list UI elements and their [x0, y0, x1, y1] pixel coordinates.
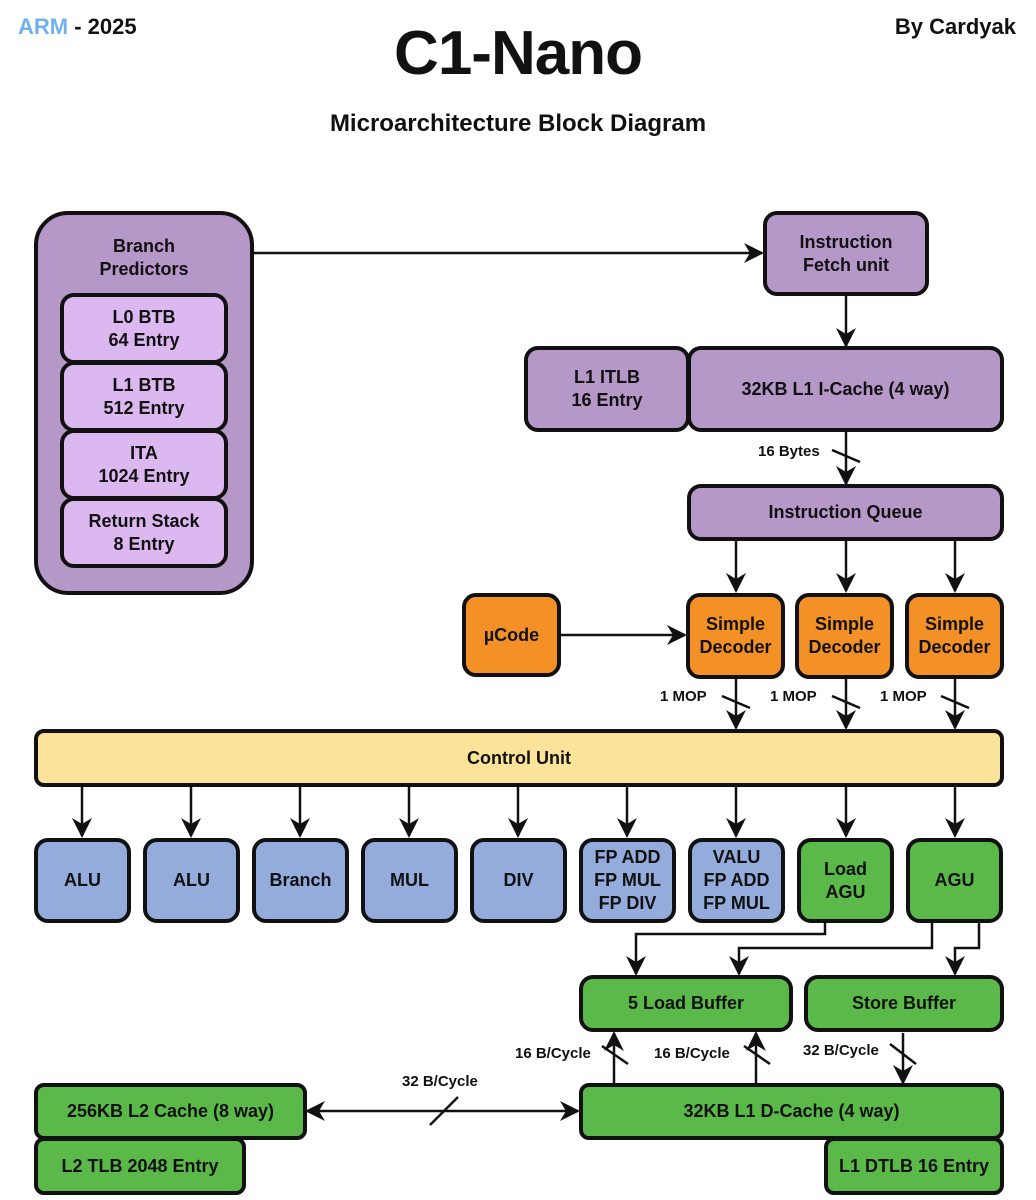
width-tick: [831, 448, 861, 464]
width-tick: [940, 694, 970, 710]
decoder-2-output-label: 1 MOP: [770, 688, 817, 705]
exec-unit-branch: Branch: [252, 838, 349, 923]
instruction-fetch-unit: Instruction Fetch unit: [763, 211, 929, 296]
l1-dcache: 32KB L1 D-Cache (4 way): [579, 1083, 1004, 1140]
width-tick: [831, 694, 861, 710]
width-tick: [889, 1043, 917, 1065]
wire-agu-to-storebuffer: [945, 922, 981, 976]
dcache-load-width-label-2: 16 B/Cycle: [654, 1045, 730, 1062]
year-label: - 2025: [68, 14, 137, 39]
width-tick: [601, 1044, 629, 1066]
exec-unit-load-agu: Load AGU: [797, 838, 894, 923]
decoder-1-output-label: 1 MOP: [660, 688, 707, 705]
wire-agu-to-loadbuffer: [729, 922, 934, 976]
width-tick: [743, 1044, 771, 1066]
width-tick: [429, 1096, 459, 1126]
exec-unit-agu: AGU: [906, 838, 1003, 923]
instruction-queue: Instruction Queue: [687, 484, 1004, 541]
page-title: C1-Nano: [394, 19, 643, 88]
simple-decoder-3: Simple Decoder: [905, 593, 1004, 679]
control-unit: Control Unit: [34, 729, 1004, 787]
wire-loadagu-to-loadbuffer: [626, 922, 827, 976]
width-tick: [721, 694, 751, 710]
store-dcache-width-label: 32 B/Cycle: [803, 1042, 879, 1059]
icache-width-label: 16 Bytes: [758, 443, 820, 460]
simple-decoder-2: Simple Decoder: [795, 593, 894, 679]
brand-label: ARM: [18, 14, 69, 39]
load-buffer: 5 Load Buffer: [579, 975, 793, 1032]
vendor-year: ARM - 2025: [18, 14, 137, 40]
bp-entry-return-stack: Return Stack 8 Entry: [60, 497, 228, 568]
exec-unit-valu: VALU FP ADD FP MUL: [688, 838, 785, 923]
bp-entry-l0-btb: L0 BTB 64 Entry: [60, 293, 228, 364]
l2-tlb: L2 TLB 2048 Entry: [34, 1137, 246, 1195]
page-subtitle: Microarchitecture Block Diagram: [329, 110, 707, 137]
l1-itlb: L1 ITLB 16 Entry: [524, 346, 690, 432]
decoder-3-output-label: 1 MOP: [880, 688, 927, 705]
bp-entry-l1-btb: L1 BTB 512 Entry: [60, 361, 228, 432]
l2-cache: 256KB L2 Cache (8 way): [34, 1083, 307, 1140]
exec-unit-alu-2: ALU: [143, 838, 240, 923]
exec-unit-div: DIV: [470, 838, 567, 923]
branch-predictors-title: Branch Predictors: [99, 236, 189, 279]
l2-l1-width-label: 32 B/Cycle: [402, 1073, 478, 1090]
exec-unit-alu-1: ALU: [34, 838, 131, 923]
l1-icache: 32KB L1 I-Cache (4 way): [687, 346, 1004, 432]
exec-unit-mul: MUL: [361, 838, 458, 923]
store-buffer: Store Buffer: [804, 975, 1004, 1032]
l1-dtlb: L1 DTLB 16 Entry: [824, 1137, 1004, 1195]
author-label: By Cardyak: [894, 14, 1016, 39]
ucode: µCode: [462, 593, 561, 677]
bp-entry-ita: ITA 1024 Entry: [60, 429, 228, 500]
simple-decoder-1: Simple Decoder: [686, 593, 785, 679]
exec-unit-fp: FP ADD FP MUL FP DIV: [579, 838, 676, 923]
dcache-load-width-label-1: 16 B/Cycle: [515, 1045, 591, 1062]
